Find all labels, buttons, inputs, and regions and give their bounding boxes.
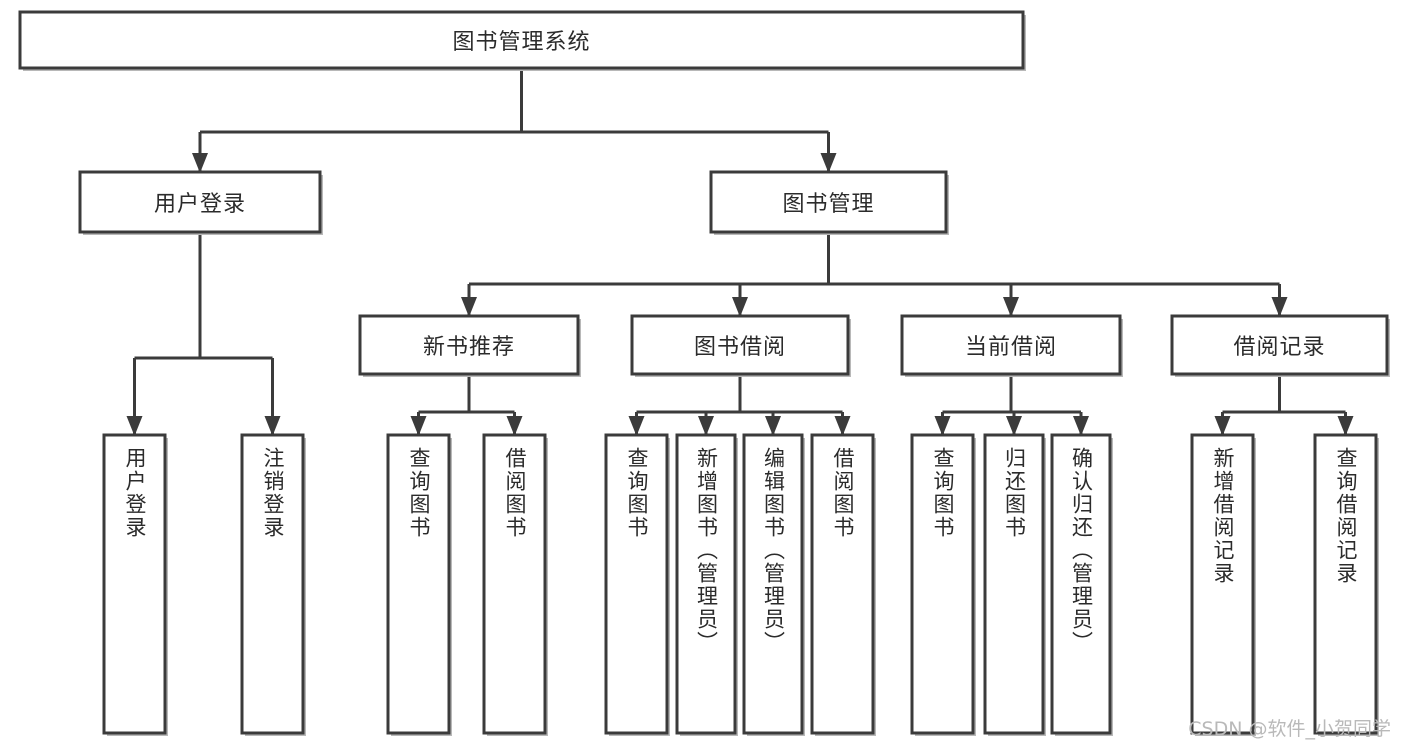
node-box-leaf-query-book-2[interactable] <box>604 433 669 735</box>
arrowhead-icon <box>1271 297 1288 317</box>
node-box-new-book-rec[interactable] <box>358 314 580 376</box>
arrowhead-icon <box>698 416 714 436</box>
node-box-leaf-edit-book[interactable] <box>742 433 804 735</box>
node-box-leaf-logout[interactable] <box>240 433 305 735</box>
connector-layer <box>126 68 1354 436</box>
arrowhead-icon <box>1073 416 1089 436</box>
node-box-leaf-confirm-return[interactable] <box>1050 433 1112 735</box>
arrowhead-icon <box>1214 416 1231 436</box>
arrowhead-icon <box>1003 297 1019 317</box>
arrowhead-icon <box>264 416 281 436</box>
node-layer <box>18 10 1390 736</box>
arrowhead-icon <box>834 416 851 436</box>
node-box-book-borrow[interactable] <box>630 314 850 376</box>
node-box-user-login[interactable] <box>78 170 322 234</box>
watermark-text: CSDN @软件_小贺同学 <box>1188 718 1391 740</box>
arrowhead-icon <box>820 153 837 173</box>
arrowhead-icon <box>765 416 781 436</box>
arrowhead-icon <box>410 416 427 436</box>
node-box-leaf-add-record[interactable] <box>1190 433 1255 735</box>
node-box-leaf-query-record[interactable] <box>1313 433 1378 735</box>
node-box-current-borrow[interactable] <box>900 314 1122 376</box>
node-box-root[interactable] <box>18 10 1025 70</box>
arrowhead-icon <box>1337 416 1354 436</box>
arrowhead-icon <box>506 416 523 436</box>
node-box-book-manage[interactable] <box>709 170 948 234</box>
node-box-leaf-borrow-book-1[interactable] <box>482 433 547 735</box>
arrowhead-icon <box>192 153 208 173</box>
node-box-leaf-borrow-book-2[interactable] <box>810 433 875 735</box>
arrowhead-icon <box>628 416 645 436</box>
node-box-leaf-return-book[interactable] <box>983 433 1045 735</box>
node-box-leaf-query-book-3[interactable] <box>910 433 975 735</box>
arrowhead-icon <box>732 297 748 317</box>
arrowhead-icon <box>461 297 477 317</box>
node-box-borrow-record[interactable] <box>1170 314 1389 376</box>
node-box-leaf-add-book[interactable] <box>675 433 737 735</box>
arrowhead-icon <box>126 416 143 436</box>
arrowhead-icon <box>934 416 951 436</box>
arrowhead-icon <box>1006 416 1022 436</box>
node-box-leaf-query-book-1[interactable] <box>386 433 451 735</box>
node-box-leaf-user-login[interactable] <box>102 433 167 735</box>
